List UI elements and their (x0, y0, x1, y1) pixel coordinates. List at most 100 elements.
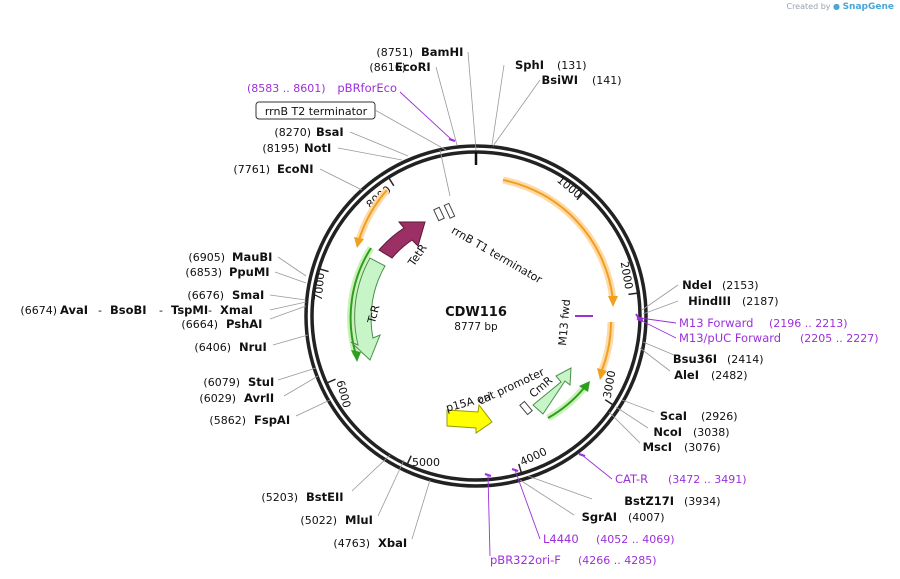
site-pos-bsiwi: (141) (592, 74, 622, 87)
primer-leader-m13-forward (639, 317, 677, 324)
site-name-bsiwi[interactable]: BsiWI (541, 73, 578, 87)
primer-name-cat-r[interactable]: CAT-R (615, 472, 648, 486)
site-name-msci[interactable]: MscI (643, 440, 672, 454)
site-pos-alei: (2482) (711, 369, 748, 382)
cmr-arrow (532, 367, 572, 415)
leader-ppumi (274, 271, 307, 284)
site-name-ppumi[interactable]: PpuMI (229, 265, 270, 279)
multi-site-name-tspmi[interactable]: TspMI (171, 303, 208, 317)
site-name-stui[interactable]: StuI (248, 375, 274, 389)
snapgene-logo-icon: ● (833, 2, 841, 11)
site-pos-xbai: (4763) (333, 537, 370, 550)
site-pos-scai: (2926) (701, 410, 738, 423)
primer-mark-pbrforeco (448, 137, 456, 143)
site-name-ecori[interactable]: EcoRI (395, 60, 431, 74)
primer-name-l4440[interactable]: L4440 (543, 532, 579, 546)
multi-site-name-xmai[interactable]: XmaI (220, 303, 253, 317)
primer-mark-pbr322ori-f (484, 472, 492, 478)
leader-smai (269, 294, 307, 301)
snapgene-credit: Created by ● SnapGene (786, 2, 894, 12)
site-name-scai[interactable]: ScaI (660, 409, 687, 423)
site-name-pshai[interactable]: PshAI (226, 317, 262, 331)
primer-name-m13-puc-forward[interactable]: M13/pUC Forward (679, 331, 781, 345)
leader-bsai (349, 131, 409, 157)
site-name-bstz17i[interactable]: BstZ17I (624, 494, 674, 508)
site-name-ncoi[interactable]: NcoI (653, 425, 682, 439)
site-name-noti[interactable]: NotI (304, 141, 331, 155)
leader-stui (277, 367, 317, 381)
site-name-hindiii[interactable]: HindIII (688, 294, 731, 308)
site-pos-pshai: (6664) (181, 318, 218, 331)
tcr-label: TcR (365, 303, 383, 326)
site-name-bamhi[interactable]: BamHI (421, 45, 463, 59)
primer-name-m13-forward[interactable]: M13 Forward (679, 316, 753, 330)
site-name-bsteii[interactable]: BstEII (306, 490, 344, 504)
primer-leader-pbr322ori-f (487, 474, 491, 557)
site-pos-mlui: (5022) (300, 514, 337, 527)
site-pos-ppumi: (6853) (185, 266, 222, 279)
rrnb-t1-label: rrnB T1 terminator (449, 224, 545, 287)
site-name-fspai[interactable]: FspAI (254, 413, 290, 427)
tick-mark-3000 (604, 399, 615, 406)
plasmid-length: 8777 bp (454, 321, 498, 333)
leader-lines (269, 51, 679, 540)
p15a-ori-arrow (446, 403, 493, 434)
leader-fspai (295, 399, 331, 417)
tetr-arrow (378, 221, 426, 259)
site-name-sgrai[interactable]: SgrAI (582, 510, 617, 524)
primer-name-pbr322ori-f[interactable]: pBR322ori-F (490, 553, 561, 567)
site-name-ndei[interactable]: NdeI (682, 278, 712, 292)
site-pos-bsteii: (5203) (261, 491, 298, 504)
site-name-sphi[interactable]: SphI (515, 58, 544, 72)
plasmid-name: CDW116 (445, 305, 507, 320)
site-name-mlui[interactable]: MluI (345, 513, 373, 527)
terminator-icon (433, 202, 456, 222)
leader-ecori (435, 66, 458, 146)
primer-mark-cat-r (578, 452, 586, 458)
site-pos-ecori: (8616) (369, 61, 406, 74)
primer-mark-m13-forward (636, 315, 644, 321)
leader-rrnb-t2 (374, 109, 447, 151)
green-arrow-2 (547, 387, 585, 419)
primer-range-l4440: (4052 .. 4069) (596, 533, 675, 546)
site-pos-hindiii: (2187) (742, 295, 779, 308)
tick-mark-8000 (387, 176, 395, 187)
leader-sphi (491, 64, 505, 146)
site-name-bsai[interactable]: BsaI (316, 125, 344, 139)
site-pos-sgrai: (4007) (628, 511, 665, 524)
multi-site-name-bsobi[interactable]: BsoBI (110, 303, 147, 317)
primer-name-pbrforeco[interactable]: pBRforEco (337, 81, 397, 95)
primer-leader-pbrforeco (399, 91, 453, 141)
tick-mark-4000 (518, 463, 523, 474)
site-name-maubi[interactable]: MauBI (232, 250, 272, 264)
site-name-avrii[interactable]: AvrII (244, 391, 274, 405)
rrnb-t2-label: rrnB T2 terminator (265, 105, 368, 118)
multi-site-name-avai[interactable]: AvaI (60, 303, 88, 317)
promoter-icon (519, 400, 533, 416)
site-name-smai[interactable]: SmaI (232, 288, 264, 302)
site-name-econi[interactable]: EcoNI (277, 162, 313, 176)
primer-range-m13-forward: (2196 .. 2213) (769, 317, 848, 330)
site-name-alei[interactable]: AleI (674, 368, 699, 382)
primer-range-pbrforeco: (8583 .. 8601) (247, 82, 326, 95)
site-pos-bsu36i: (2414) (727, 353, 764, 366)
site-name-xbai[interactable]: XbaI (378, 536, 407, 550)
credit-prefix: Created by (786, 2, 831, 11)
site-pos-fspai: (5862) (209, 414, 246, 427)
site-pos-nrui: (6406) (194, 341, 231, 354)
orange-arrow-2-head (597, 368, 607, 380)
leader-msci (608, 411, 641, 444)
multi-site-pos: (6674) (20, 304, 57, 317)
site-pos-msci: (3076) (684, 441, 721, 454)
leader-noti (337, 147, 403, 161)
multi-site-separator: - (208, 304, 212, 317)
leader-rrnb-t1 (439, 149, 451, 197)
site-pos-stui: (6079) (203, 376, 240, 389)
site-pos-bsai: (8270) (274, 126, 311, 139)
primer-range-pbr322ori-f: (4266 .. 4285) (578, 554, 657, 567)
tetr-label: TetR (405, 242, 430, 270)
site-pos-smai: (6676) (187, 289, 224, 302)
site-name-bsu36i[interactable]: Bsu36I (673, 352, 717, 366)
site-name-nrui[interactable]: NruI (239, 340, 267, 354)
